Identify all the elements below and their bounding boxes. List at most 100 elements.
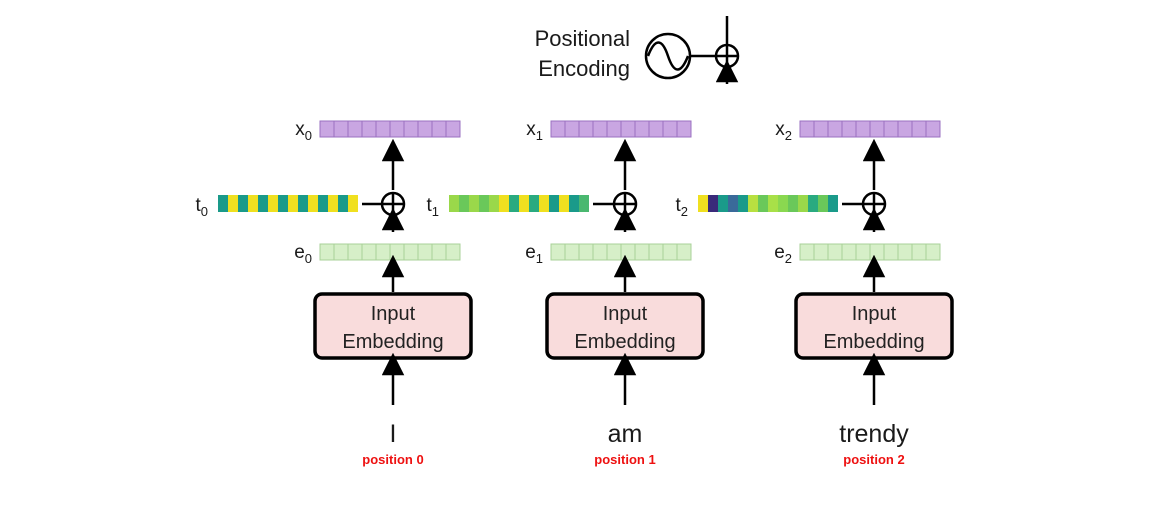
t-vector-cell	[728, 195, 738, 212]
x-vector-cell	[333, 120, 349, 138]
e-vector-label: e0	[294, 242, 312, 266]
position-label: position 0	[362, 452, 423, 467]
e-vector-cell	[648, 243, 664, 261]
x-vector-cell	[855, 120, 871, 138]
x-vector-label: x1	[526, 119, 543, 143]
e-vector-cell	[417, 243, 433, 261]
t-vector-cell	[569, 195, 579, 212]
t-vector-cell	[808, 195, 818, 212]
e-vector-label: e2	[774, 242, 792, 266]
t-vector-cell	[328, 195, 338, 212]
x-vector-cell	[361, 120, 377, 138]
t-vector-cell	[549, 195, 559, 212]
block-label-line1: Input	[852, 303, 897, 325]
e-vector-cell	[347, 243, 363, 261]
e-vector-cell	[431, 243, 447, 261]
x-vector-label: x2	[775, 119, 792, 143]
t-vector-cell	[828, 195, 838, 212]
e-vector-cell	[592, 243, 608, 261]
x-vector-label: x0	[295, 119, 312, 143]
x-vector-cell	[897, 120, 913, 138]
t-vector-cell	[228, 195, 238, 212]
t-vector-cell	[529, 195, 539, 212]
x-vector-cell	[375, 120, 391, 138]
circled-plus-icon	[861, 191, 887, 217]
x-vector-cell	[648, 120, 664, 138]
e-vector	[550, 243, 692, 261]
t-vector-cell	[778, 195, 788, 212]
e-vector-cell	[855, 243, 871, 261]
input-token: trendy	[839, 420, 909, 448]
t-vector-cell	[698, 195, 708, 212]
x-vector	[550, 120, 692, 138]
t-vector-cell	[469, 195, 479, 212]
t-vector-cell	[798, 195, 808, 212]
t-vector-cell	[348, 195, 358, 212]
x-vector-cell	[911, 120, 927, 138]
t-vector-cell	[479, 195, 489, 212]
x-vector-cell	[319, 120, 335, 138]
t-vector-cell	[338, 195, 348, 212]
t-vector	[218, 195, 358, 212]
circled-plus-icon	[612, 191, 638, 217]
t-vector-cell	[718, 195, 728, 212]
t-vector-cell	[788, 195, 798, 212]
t-vector-cell	[298, 195, 308, 212]
t-vector-cell	[708, 195, 718, 212]
x-vector-cell	[827, 120, 843, 138]
circled-plus-icon	[714, 43, 740, 69]
x-vector-cell	[676, 120, 692, 138]
e-vector-cell	[333, 243, 349, 261]
e-vector-cell	[634, 243, 650, 261]
x-vector-cell	[431, 120, 447, 138]
t-vector-cell	[238, 195, 248, 212]
x-vector-cell	[620, 120, 636, 138]
x-vector	[799, 120, 941, 138]
positional-encoding-legend: Positional Encoding	[535, 16, 740, 84]
x-vector-cell	[417, 120, 433, 138]
e-vector-cell	[403, 243, 419, 261]
t-vector-cell	[459, 195, 469, 212]
block-label-line2: Embedding	[823, 331, 924, 353]
x-vector-cell	[347, 120, 363, 138]
e-vector-cell	[620, 243, 636, 261]
x-vector-cell	[634, 120, 650, 138]
t-vector-label: t2	[675, 195, 688, 219]
x-vector-cell	[445, 120, 461, 138]
t-vector	[449, 195, 589, 212]
t-vector-cell	[509, 195, 519, 212]
circled-plus-icon	[380, 191, 406, 217]
t-vector-cell	[248, 195, 258, 212]
t-vector-cell	[768, 195, 778, 212]
legend-label-line2: Encoding	[538, 56, 630, 81]
e-vector-cell	[389, 243, 405, 261]
e-vector-cell	[925, 243, 941, 261]
e-vector-cell	[869, 243, 885, 261]
t-vector-cell	[288, 195, 298, 212]
t-vector-cell	[748, 195, 758, 212]
position-label: position 1	[594, 452, 655, 467]
t-vector-label: t1	[426, 195, 439, 219]
x-vector	[319, 120, 461, 138]
block-label-line2: Embedding	[342, 331, 443, 353]
x-vector-cell	[799, 120, 815, 138]
t-vector-cell	[449, 195, 459, 212]
t-vector-cell	[318, 195, 328, 212]
x-vector-cell	[813, 120, 829, 138]
e-vector-cell	[550, 243, 566, 261]
x-vector-cell	[389, 120, 405, 138]
t-vector	[698, 195, 838, 212]
e-vector-cell	[911, 243, 927, 261]
e-vector-cell	[813, 243, 829, 261]
sine-wave-icon	[644, 32, 692, 80]
t-vector-label: t0	[195, 195, 208, 219]
e-vector-cell	[578, 243, 594, 261]
t-vector-cell	[579, 195, 589, 212]
